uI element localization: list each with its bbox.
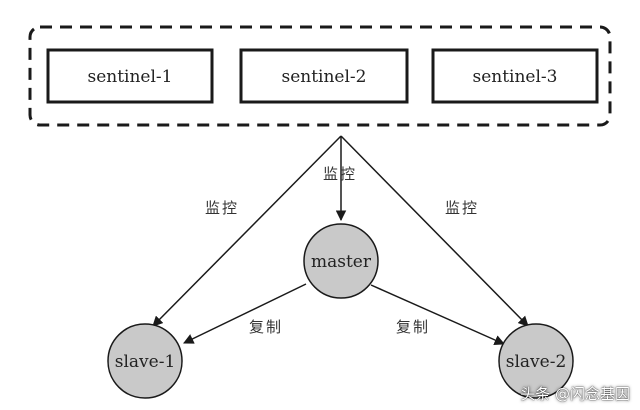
sentinel-box-1: sentinel-1 <box>46 48 214 104</box>
sentinel-3-label: sentinel-3 <box>472 67 557 87</box>
watermark: 头条 @闪念基因 <box>520 385 630 403</box>
replicate-arrow-left <box>183 283 307 344</box>
sentinel-box-2: sentinel-2 <box>239 48 409 104</box>
replicate-arrow-right <box>370 284 505 345</box>
master-label: master <box>311 252 372 272</box>
monitor-arrow-right <box>340 135 529 327</box>
replicate-label-right: 复制 <box>396 318 430 336</box>
slave-1-label: slave-1 <box>115 352 176 372</box>
sentinel-box-3: sentinel-3 <box>431 48 599 104</box>
monitor-label-center: 监控 <box>323 165 357 183</box>
replicate-label-left: 复制 <box>249 318 283 336</box>
sentinel-1-label: sentinel-1 <box>87 67 172 87</box>
monitor-arrow-left <box>152 135 342 327</box>
monitor-label-left: 监控 <box>205 199 239 217</box>
monitor-label-right: 监控 <box>445 199 479 217</box>
slave-2-node: slave-2 <box>498 323 574 399</box>
slave-2-label: slave-2 <box>506 352 567 372</box>
slave-1-node: slave-1 <box>107 323 183 399</box>
sentinel-group-border <box>28 25 612 127</box>
sentinel-2-label: sentinel-2 <box>281 67 366 87</box>
master-node: master <box>303 223 379 299</box>
